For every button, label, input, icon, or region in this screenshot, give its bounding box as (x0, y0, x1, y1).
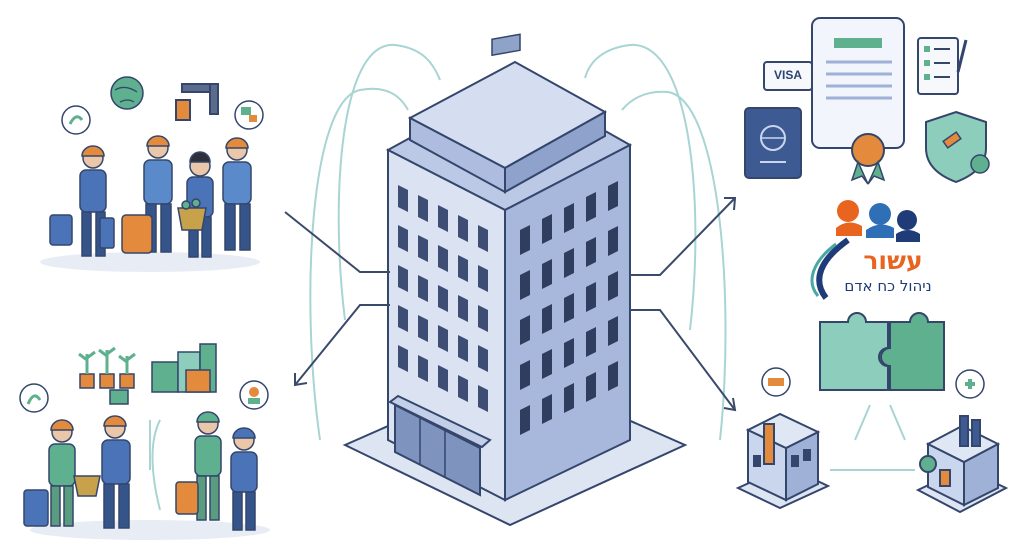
workers-group-bottom-left (19, 343, 270, 540)
worker-4 (222, 137, 252, 251)
flow-curve-top-left-2 (309, 87, 409, 441)
plants-icon (78, 346, 136, 405)
worker-6 (73, 415, 131, 529)
worker-7 (175, 411, 222, 521)
puzzle-cluster (735, 312, 1009, 514)
passport-icon (744, 107, 802, 179)
building-entrance (394, 403, 481, 497)
worker-8 (230, 427, 258, 531)
windows-left (398, 185, 488, 412)
arrow-to-top-right (630, 197, 736, 276)
visa-label: VISA (773, 68, 802, 82)
worker-5 (23, 419, 76, 527)
puzzle-icon (819, 312, 889, 391)
worker-3 (177, 151, 214, 258)
logo-title: עשור (863, 246, 923, 275)
seal-icon (851, 133, 885, 167)
arrow-from-top-left (284, 211, 390, 273)
worker-2 (121, 135, 173, 254)
central-building (342, 33, 688, 527)
logo-swoosh (816, 237, 850, 300)
flow-down-left (151, 419, 161, 511)
workers-group-top-left (40, 76, 264, 272)
logo-mark (810, 200, 920, 300)
documents-cluster (744, 17, 990, 185)
seedling-icon (19, 383, 49, 413)
factory-left (735, 412, 831, 510)
worker-1 (49, 145, 115, 257)
connector-arrows (284, 197, 737, 412)
flow-curve-top-right (584, 43, 697, 331)
flow-up-right-b (889, 404, 906, 441)
globe-icon (110, 76, 144, 110)
plant-icon (61, 105, 91, 135)
flow-curve-top-right-2 (621, 90, 727, 441)
certificate-icon (811, 17, 905, 149)
visa-card (763, 61, 813, 91)
arrow-to-bottom-left (294, 304, 390, 386)
city-icon (151, 343, 217, 393)
arrow-to-bottom-right (630, 309, 736, 411)
roof-unit-1 (491, 33, 521, 57)
robot-arm-icon (175, 83, 219, 121)
flow-up-right-a (854, 404, 871, 441)
flow-lines (149, 43, 915, 511)
logo-tagline: ניהול כח אדם (844, 277, 932, 295)
building-face-right (504, 143, 631, 502)
windows-right (520, 181, 618, 435)
flow-curve-top-left (337, 43, 441, 321)
factory-icon (915, 415, 1009, 514)
